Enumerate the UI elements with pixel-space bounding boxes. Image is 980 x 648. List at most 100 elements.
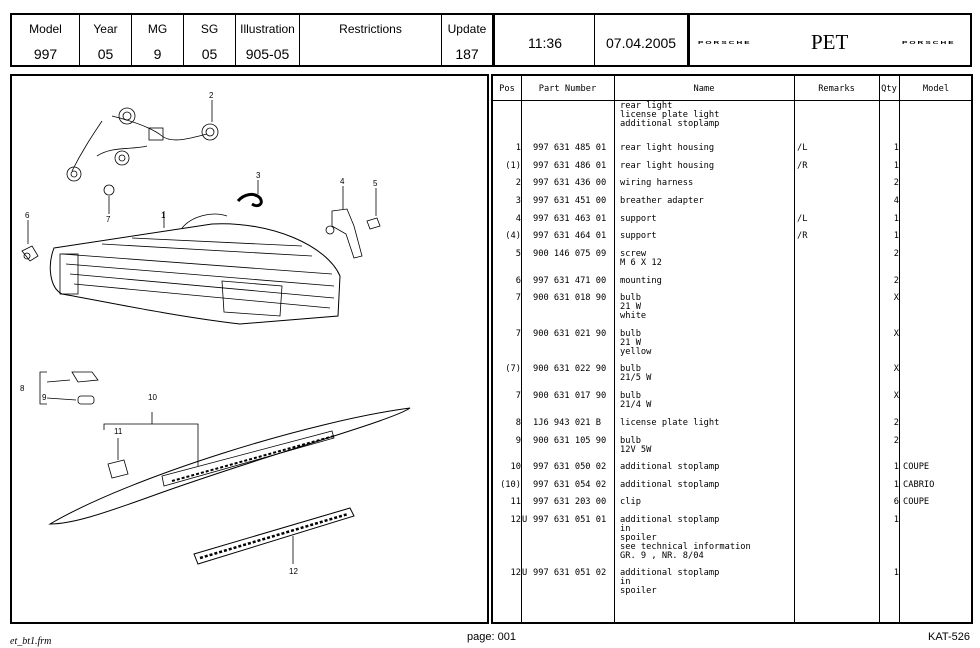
name-cell: 12V 5W (620, 445, 652, 455)
name-cell: wiring harness (620, 178, 694, 188)
qty-cell: 6 (893, 497, 899, 507)
pos-cell: 11 (510, 497, 521, 507)
porsche-logo-left: PORSCHE (698, 39, 752, 46)
model-value: 997 (33, 46, 58, 62)
name-cell: white (620, 311, 647, 321)
part-number-cell: 997 631 203 00 (533, 497, 607, 507)
name-cell: yellow (620, 347, 652, 357)
name-cell: clip (620, 497, 641, 507)
name-cell: license plate light (620, 418, 720, 428)
qty-cell: 1 (893, 214, 899, 224)
col-divider (899, 76, 900, 622)
header-part-number: Part Number (538, 84, 597, 94)
part-number-cell: 997 631 463 01 (533, 214, 607, 224)
qty-cell: 2 (893, 178, 899, 188)
part-number-cell: 997 631 464 01 (533, 231, 607, 241)
restrictions-cell: Restrictions (300, 15, 442, 65)
pos-cell: 7 (515, 329, 521, 339)
header-qty: Qty (881, 84, 897, 94)
callout-7: 7 (106, 215, 111, 224)
pos-cell: 6 (515, 276, 521, 286)
name-cell: additional stoplamp (620, 515, 720, 525)
update-value: 187 (455, 46, 479, 62)
qty-cell: 1 (893, 480, 899, 490)
qty-cell: 2 (893, 276, 899, 286)
col-divider (879, 76, 880, 622)
part-number-cell: 900 631 017 90 (533, 391, 607, 401)
name-cell: additional stoplamp (620, 462, 720, 472)
name-cell: 21 W (620, 302, 641, 312)
part-number-cell: 997 631 451 00 (533, 196, 607, 206)
pos-cell: 7 (515, 293, 521, 303)
name-cell: bulb (620, 364, 641, 374)
mg-label: MG (147, 22, 168, 36)
app-name: PET (811, 30, 849, 54)
name-cell: spoiler (620, 586, 657, 596)
qty-cell: 1 (893, 161, 899, 171)
mg-cell: MG 9 (132, 15, 184, 65)
qty-cell: 1 (893, 515, 899, 525)
year-cell: Year 05 (80, 15, 132, 65)
illustration-panel: 2 3 4 5 6 7 1 8 9 10 11 12 (10, 74, 489, 624)
part-number-cell: 997 631 471 00 (533, 276, 607, 286)
name-cell: bulb (620, 436, 641, 446)
pos-cell: 3 (515, 196, 521, 206)
table-header: Pos Part Number Name Remarks Qty Model (493, 76, 971, 101)
name-cell: breather adapter (620, 196, 704, 206)
callout-2: 2 (209, 91, 214, 100)
date-display: 07.04.2005 (606, 35, 677, 51)
part-number-cell: 997 631 051 01 (533, 515, 607, 525)
qty-cell: 1 (893, 568, 899, 578)
illustration-value: 905-05 (245, 46, 290, 62)
header-divider-3 (687, 15, 690, 65)
part-number-cell: 900 631 018 90 (533, 293, 607, 303)
model-cell: COUPE (903, 497, 930, 507)
header-divider (492, 15, 495, 65)
header-model: Model (922, 84, 950, 94)
name-cell: rear light housing (620, 161, 715, 171)
pos-cell: (10) (500, 480, 521, 490)
mg-value: 9 (153, 46, 162, 62)
callout-5: 5 (373, 179, 378, 188)
name-cell: bulb (620, 391, 641, 401)
qty-cell: X (893, 329, 899, 339)
qty-cell: 2 (893, 418, 899, 428)
name-cell: in (620, 524, 631, 534)
col-divider (614, 76, 615, 622)
callout-6: 6 (25, 211, 30, 220)
name-cell: rear light housing (620, 143, 715, 153)
header-bar: Model 997 Year 05 MG 9 SG 05 Illustratio… (10, 13, 972, 67)
name-cell: additional stoplamp (620, 480, 720, 490)
illustration-label: Illustration (240, 22, 295, 36)
pos-cell: (7) (505, 364, 521, 374)
pos-cell: (1) (505, 161, 521, 171)
parts-table: Pos Part Number Name Remarks Qty Model r… (491, 74, 973, 624)
callout-4: 4 (340, 177, 345, 186)
name-cell: bulb (620, 293, 641, 303)
porsche-logo-right: PORSCHE (902, 39, 956, 46)
pos-cell: 10 (510, 462, 521, 472)
name-cell: screw (620, 249, 647, 259)
catalog-code: KAT-526 (928, 631, 970, 643)
name-cell: support (620, 214, 657, 224)
qty-cell: X (893, 391, 899, 401)
callout-12: 12 (289, 567, 298, 576)
time-display: 11:36 (528, 35, 562, 51)
remarks-cell: /R (797, 161, 808, 171)
part-number-cell: 900 631 105 90 (533, 436, 607, 446)
name-cell: support (620, 231, 657, 241)
update-label: Update (447, 22, 487, 36)
col-divider (521, 76, 522, 622)
model-label: Model (29, 22, 62, 36)
callout-11: 11 (114, 427, 123, 436)
year-value: 05 (97, 46, 114, 62)
part-number-cell: 997 631 054 02 (533, 480, 607, 490)
part-number-cell: 900 631 022 90 (533, 364, 607, 374)
group-heading-line: rear light (620, 101, 673, 111)
qty-cell: X (893, 364, 899, 374)
pos-cell: 12 (510, 515, 521, 525)
model-cell: COUPE (903, 462, 930, 472)
name-cell: in (620, 577, 631, 587)
group-heading-line: license plate light (620, 110, 720, 120)
part-number-cell: 997 631 436 00 (533, 178, 607, 188)
